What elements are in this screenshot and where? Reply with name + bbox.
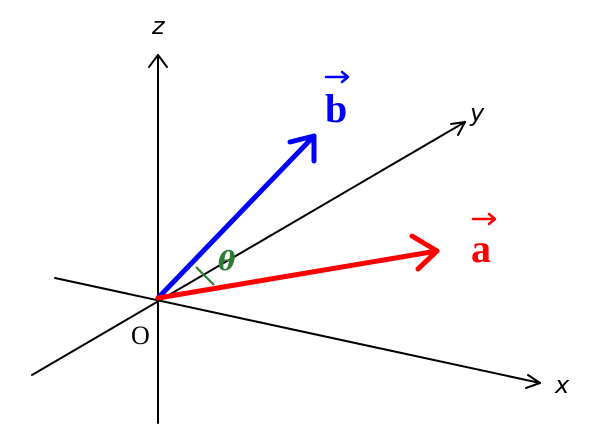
y-axis <box>31 121 466 376</box>
svg-text:b: b <box>325 86 347 131</box>
theta-label: θ <box>218 247 236 277</box>
vector-b <box>155 133 317 301</box>
svg-text:a: a <box>471 226 491 271</box>
z-axis-label: z <box>151 12 166 40</box>
vector-a <box>155 233 440 301</box>
z-axis <box>148 54 168 424</box>
vector-b-label: b <box>324 70 350 131</box>
vector-a-label: a <box>471 212 497 271</box>
x-axis <box>54 277 541 389</box>
angle-arc <box>195 266 215 286</box>
vector-a-arrow-accent <box>471 212 497 226</box>
x-axis-label: x <box>554 371 570 399</box>
vector-b-arrow-accent <box>324 70 350 84</box>
y-axis-label: y <box>469 99 485 127</box>
origin-label: O <box>131 321 150 350</box>
